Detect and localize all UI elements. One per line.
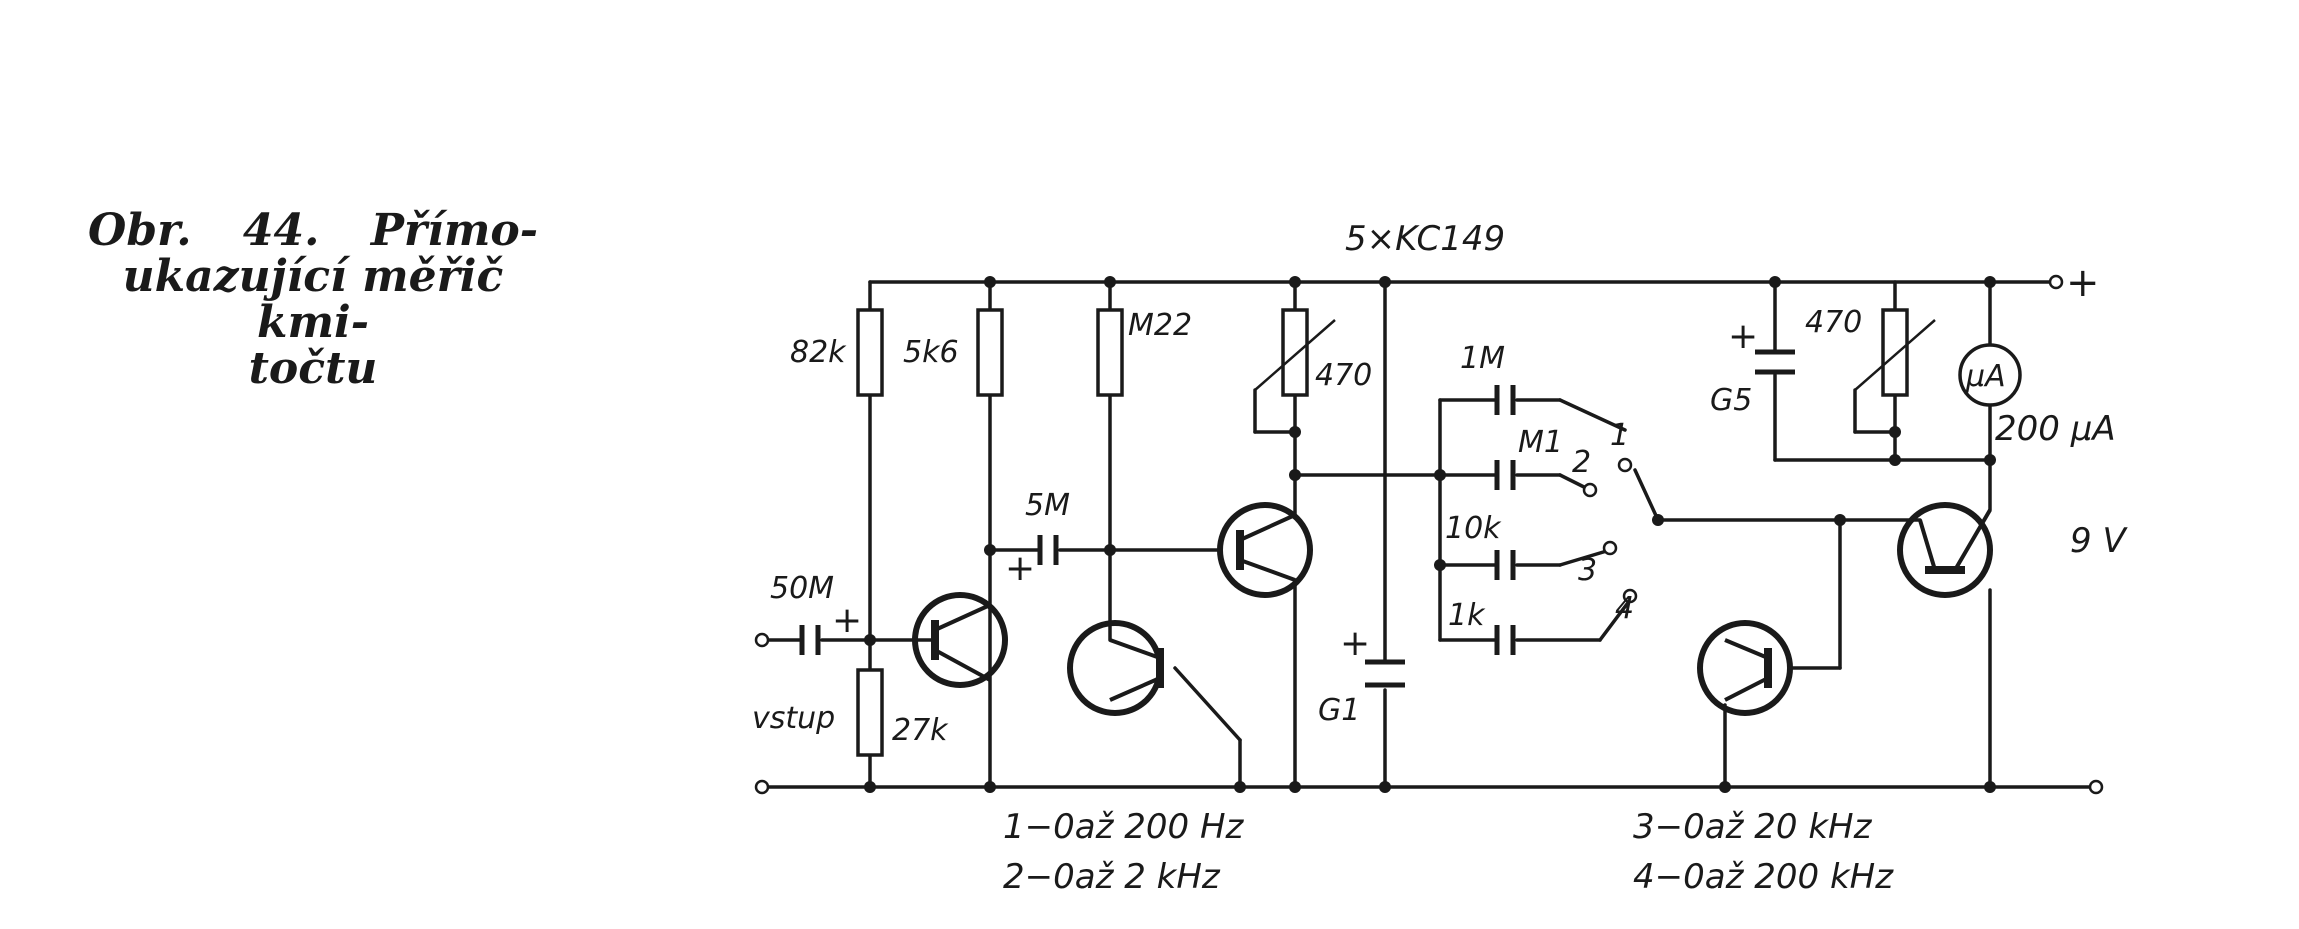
label-range-1: 1−0až 200 Hz	[1003, 807, 1245, 847]
label-voltage: 9 V	[2070, 521, 2128, 561]
label-vstup: vstup	[752, 701, 835, 736]
transistor-q1	[912, 592, 1008, 688]
ground-terminal-right	[2088, 779, 2104, 795]
label-m22: M22	[1128, 308, 1192, 343]
transistor-internals	[931, 508, 1992, 702]
transistor-q5	[1897, 502, 1993, 598]
label-1k: 1k	[1448, 598, 1486, 633]
label-g5: G5	[1710, 383, 1752, 418]
label-10k: 10k	[1445, 511, 1502, 546]
trimmer-arrows	[1254, 319, 1936, 391]
caption-word: 44.	[242, 205, 320, 256]
label-switch-3: 3	[1578, 553, 1597, 588]
resistor-27k	[856, 668, 884, 757]
label-5m: 5M	[1025, 488, 1070, 523]
figure-caption: Obr. 44. Přímo- ukazující měřič kmi- toč…	[88, 208, 538, 392]
label-switch-4: 4	[1615, 591, 1634, 626]
resistor-5k6	[976, 308, 1004, 397]
label-27k: 27k	[892, 713, 949, 748]
transistor-q4	[1697, 620, 1793, 716]
label-m1: M1	[1518, 425, 1563, 460]
switch-pivot	[1652, 514, 1664, 526]
label-range-3: 3−0až 20 kHz	[1633, 807, 1873, 847]
label-plus-g5: +	[1728, 316, 1758, 357]
trimmer-470a	[1281, 308, 1309, 397]
microammeter	[1958, 343, 2022, 407]
ground-terminal-left	[754, 779, 770, 795]
capacitors	[799, 349, 1795, 688]
caption-word: Přímo-	[370, 205, 538, 256]
label-5k6: 5k6	[903, 335, 959, 370]
label-meter-range: 200 μA	[1995, 409, 2116, 449]
label-1m: 1M	[1460, 341, 1505, 376]
transistors	[912, 502, 1993, 716]
label-range-4: 4−0až 200 kHz	[1633, 857, 1894, 897]
switch-contact-1	[1617, 457, 1633, 473]
resistor-M22	[1096, 308, 1124, 397]
label-plus-g1: +	[1340, 623, 1370, 664]
labels: 5×KC149 + 82k 5k6 M22 470 5M + 50M + vst…	[752, 219, 2128, 897]
caption-line: točtu	[248, 343, 378, 394]
switch-contact-4	[1622, 588, 1638, 604]
junction-dots	[864, 276, 1996, 793]
label-plus-supply: +	[2066, 260, 2100, 306]
label-plus-5m: +	[1005, 548, 1035, 589]
resistor-82k	[856, 308, 884, 397]
label-470b: 470	[1805, 305, 1862, 340]
terminals	[754, 274, 2104, 795]
caption-word: Obr.	[88, 205, 192, 256]
switch-contact-3	[1602, 540, 1618, 556]
positive-terminal	[2048, 274, 2064, 290]
label-switch-1: 1	[1610, 418, 1629, 453]
label-meter: μA	[1965, 359, 2006, 394]
label-switch-2: 2	[1572, 445, 1591, 480]
label-transistors: 5×KC149	[1345, 219, 1505, 259]
label-82k: 82k	[790, 335, 847, 370]
label-plus-50m: +	[832, 600, 862, 641]
caption-line: ukazující měřič kmi-	[122, 251, 504, 348]
input-terminal	[754, 632, 770, 648]
label-g1: G1	[1318, 693, 1360, 728]
label-470a: 470	[1315, 358, 1372, 393]
switch-contact-2	[1582, 482, 1598, 498]
label-range-2: 2−0až 2 kHz	[1003, 857, 1221, 897]
resistors	[856, 308, 1909, 757]
trimmer-470b	[1881, 308, 1909, 397]
transistor-q3	[1217, 502, 1313, 598]
label-50m: 50M	[770, 571, 834, 606]
